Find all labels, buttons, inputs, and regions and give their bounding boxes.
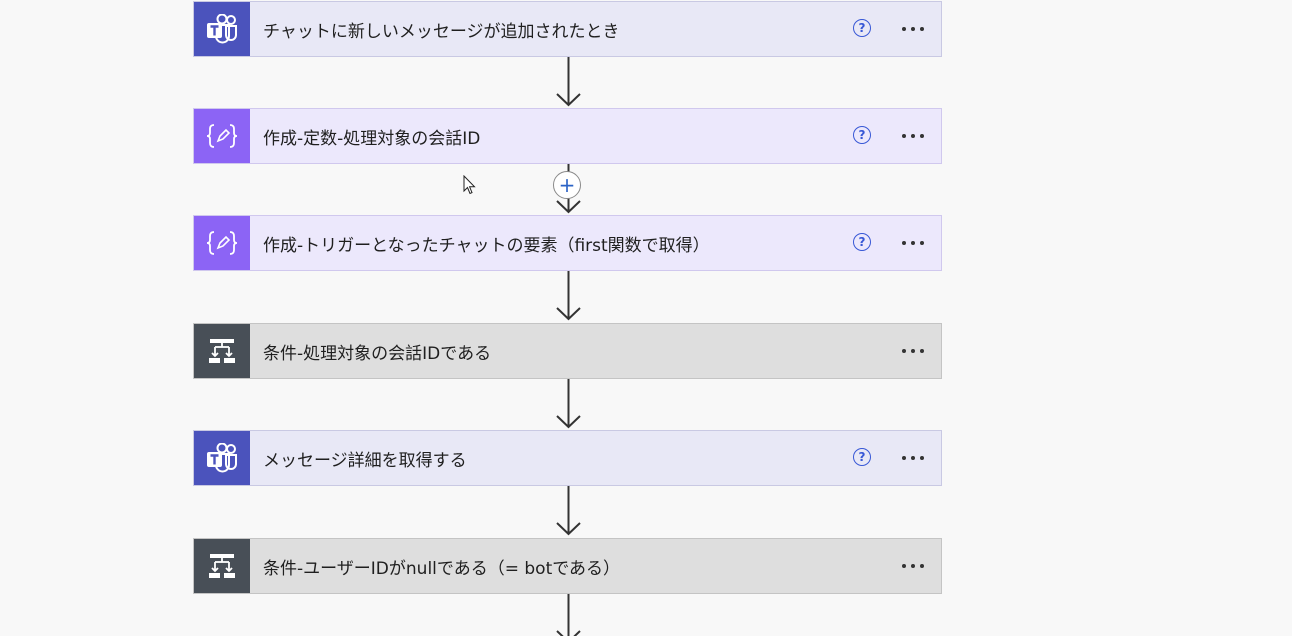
connector-arrow <box>556 486 581 536</box>
step-title: 作成-定数-処理対象の会話ID <box>263 128 481 149</box>
more-options-button[interactable] <box>897 444 929 472</box>
step-card-compose-trigger-element[interactable]: 作成-トリガーとなったチャットの要素（first関数で取得） ? <box>193 215 942 271</box>
step-card-teams-trigger[interactable]: チャットに新しいメッセージが追加されたとき ? <box>193 1 942 57</box>
compose-icon <box>194 109 250 163</box>
help-icon[interactable]: ? <box>853 233 871 251</box>
connector-arrow <box>556 271 581 321</box>
help-icon[interactable]: ? <box>853 126 871 144</box>
more-options-button[interactable] <box>897 15 929 43</box>
step-title: メッセージ詳細を取得する <box>263 450 467 471</box>
more-options-button[interactable] <box>897 229 929 257</box>
connector-arrow <box>556 379 581 429</box>
step-title: 作成-トリガーとなったチャットの要素（first関数で取得） <box>263 235 710 256</box>
teams-icon <box>194 2 250 56</box>
mouse-cursor-icon <box>463 175 476 195</box>
help-icon[interactable]: ? <box>853 448 871 466</box>
step-card-condition-conversation[interactable]: 条件-処理対象の会話IDである <box>193 323 942 379</box>
condition-icon <box>194 539 250 593</box>
step-title: 条件-処理対象の会話IDである <box>263 343 492 364</box>
condition-icon <box>194 324 250 378</box>
step-card-compose-constant[interactable]: 作成-定数-処理対象の会話ID ? <box>193 108 942 164</box>
connector-arrow <box>556 57 581 107</box>
step-card-condition-user-null[interactable]: 条件-ユーザーIDがnullである（= botである） <box>193 538 942 594</box>
compose-icon <box>194 216 250 270</box>
connector-arrow <box>556 594 581 636</box>
help-icon[interactable]: ? <box>853 19 871 37</box>
more-options-button[interactable] <box>897 122 929 150</box>
more-options-button[interactable] <box>897 337 929 365</box>
step-title: チャットに新しいメッセージが追加されたとき <box>263 21 620 42</box>
more-options-button[interactable] <box>897 552 929 580</box>
teams-icon <box>194 431 250 485</box>
insert-step-button[interactable]: + <box>553 171 581 199</box>
step-card-teams-get-message[interactable]: メッセージ詳細を取得する ? <box>193 430 942 486</box>
step-title: 条件-ユーザーIDがnullである（= botである） <box>263 558 621 579</box>
